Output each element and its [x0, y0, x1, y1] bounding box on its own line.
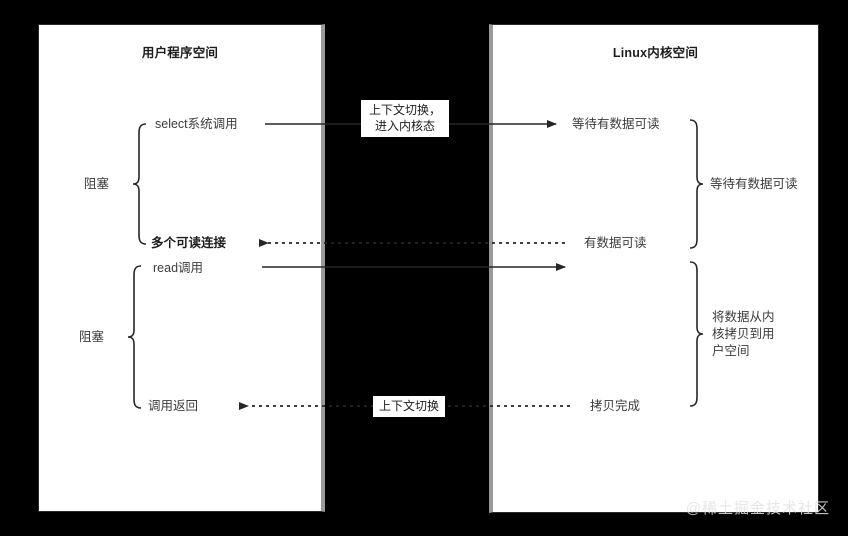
- user-brace-1: [132, 123, 147, 245]
- user-step-call-return: 调用返回: [148, 399, 199, 413]
- user-brace-label-blocking-1: 阻塞: [84, 177, 110, 191]
- kernel-space-panel: Linux内核空间: [489, 24, 819, 513]
- user-brace-label-blocking-2: 阻塞: [79, 330, 105, 344]
- kernel-brace-label-wait-data: 等待有数据可读: [710, 177, 798, 191]
- kernel-brace-label-copy-to-user: 将数据从内 核拷贝到用 户空间: [712, 310, 775, 358]
- kernel-step-copy-done: 拷贝完成: [590, 399, 641, 413]
- kernel-space-title: Linux内核空间: [612, 46, 699, 60]
- user-brace-2: [127, 265, 142, 409]
- watermark: @稀土掘金技术社区: [685, 500, 830, 517]
- transition-label-context-switch-enter-kernel: 上下文切换， 进入内核态: [361, 100, 449, 137]
- transition-label-context-switch: 上下文切换: [373, 396, 445, 417]
- user-step-select-call: select系统调用: [155, 117, 238, 131]
- kernel-step-data-ready: 有数据可读: [584, 236, 647, 250]
- user-step-readable-connections: 多个可读连接: [151, 236, 227, 250]
- kernel-step-wait-data: 等待有数据可读: [572, 117, 660, 131]
- user-space-title: 用户程序空间: [141, 46, 219, 60]
- kernel-brace-2: [689, 261, 704, 407]
- user-step-read-call: read调用: [153, 261, 204, 275]
- user-space-panel: 用户程序空间: [38, 24, 325, 512]
- kernel-brace-1: [689, 119, 704, 249]
